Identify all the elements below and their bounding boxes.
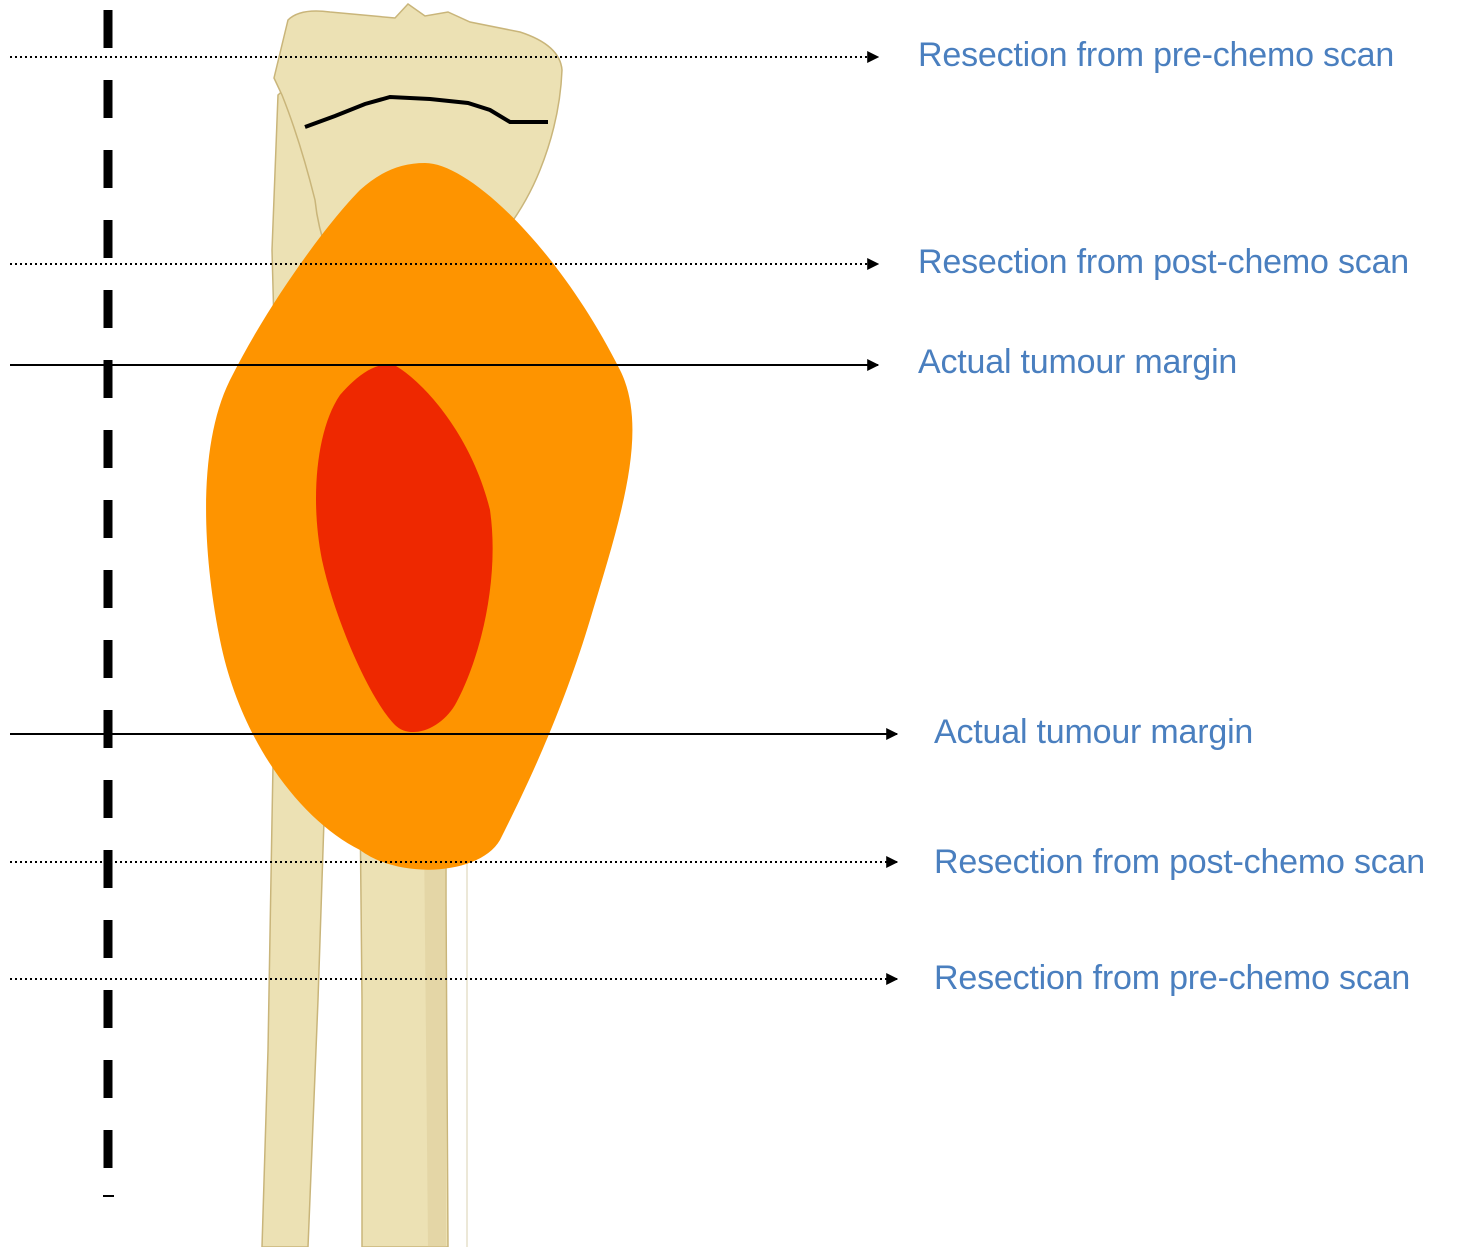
- label-bottom-post-chemo: Resection from post-chemo scan: [934, 843, 1425, 881]
- label-top-actual-margin: Actual tumour margin: [918, 343, 1237, 381]
- label-bottom-pre-chemo: Resection from pre-chemo scan: [934, 959, 1410, 997]
- label-top-post-chemo: Resection from post-chemo scan: [918, 243, 1409, 281]
- label-bottom-actual-margin: Actual tumour margin: [934, 713, 1253, 751]
- label-top-pre-chemo: Resection from pre-chemo scan: [918, 36, 1394, 74]
